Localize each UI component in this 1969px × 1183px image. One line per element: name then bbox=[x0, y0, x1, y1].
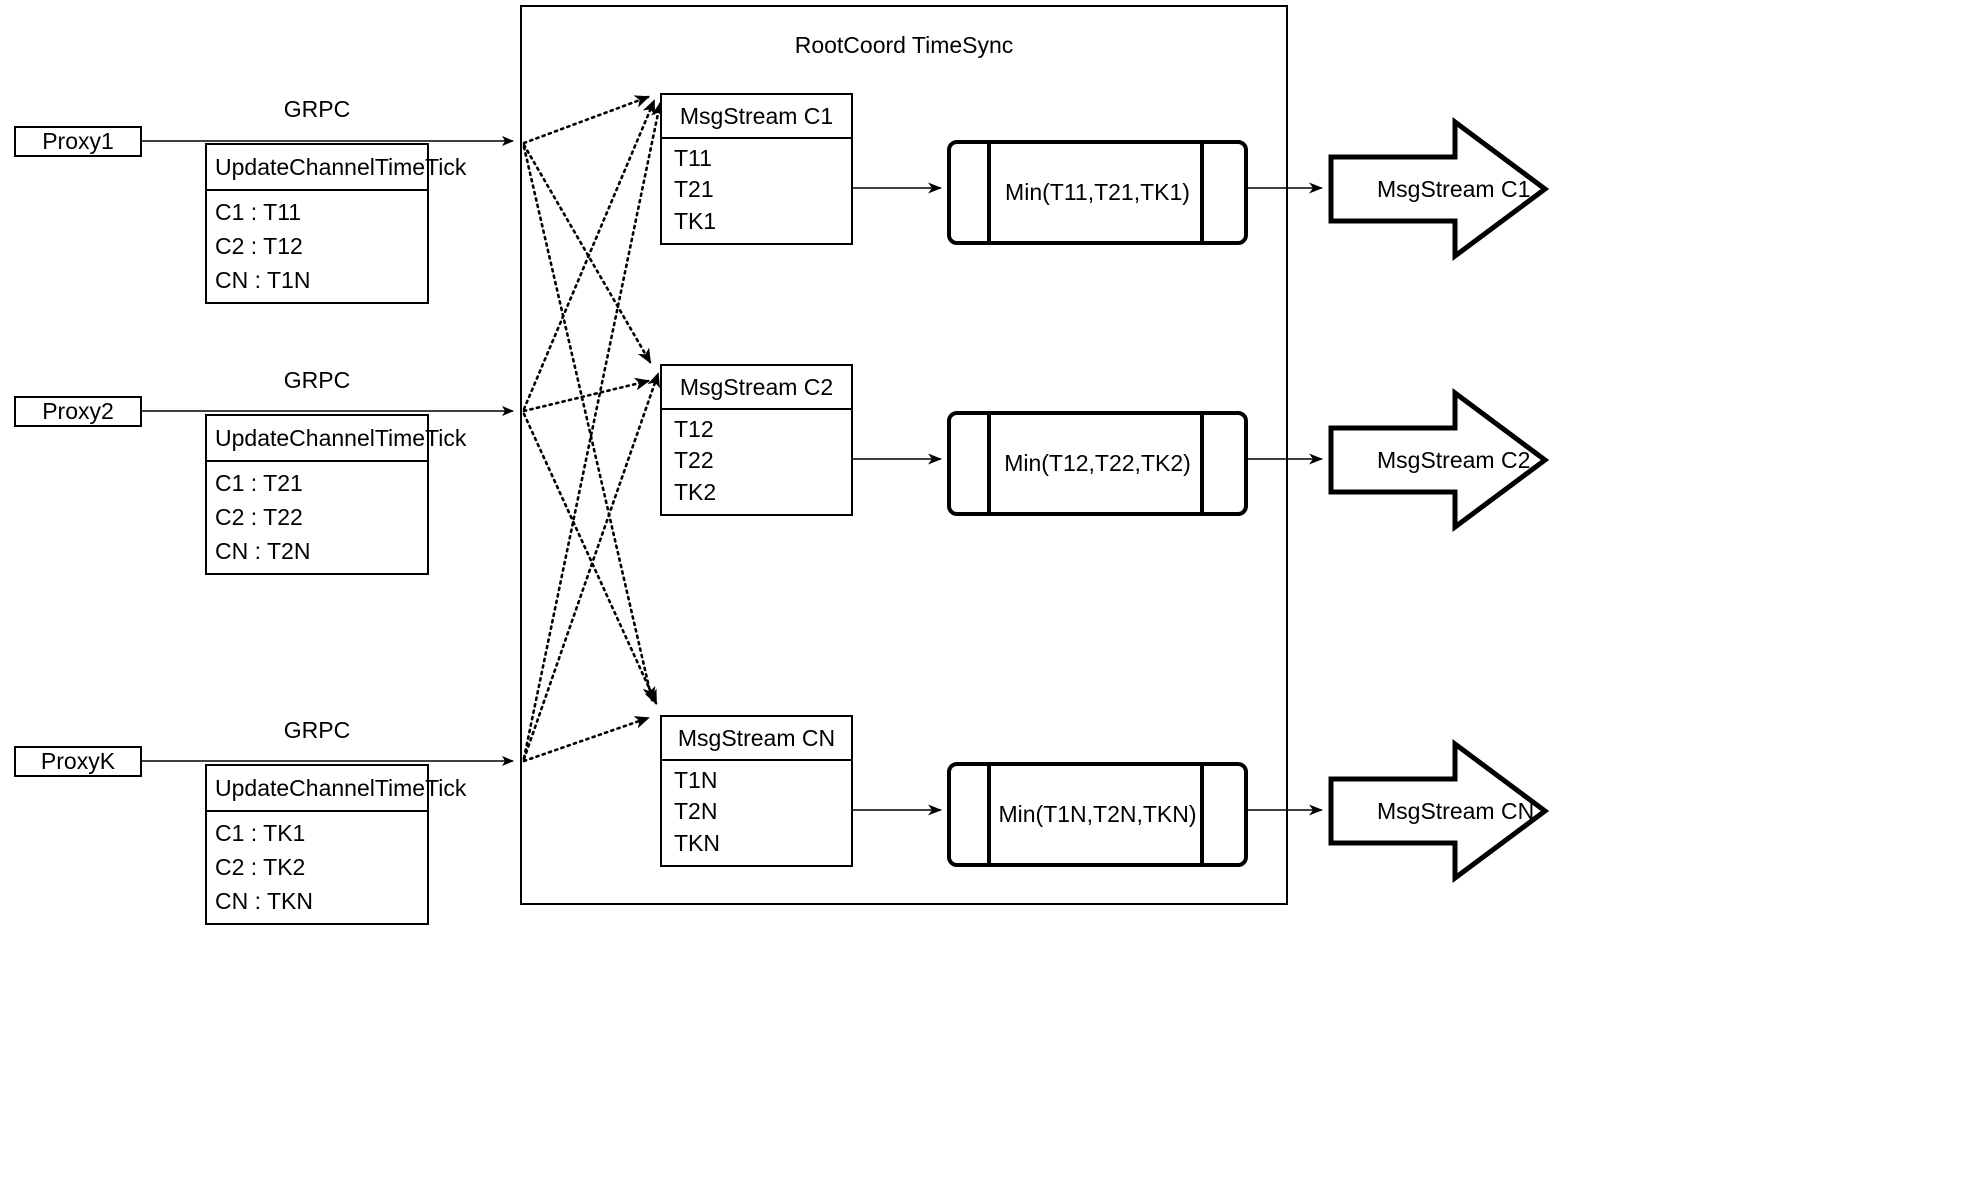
subprocess-divider-left bbox=[987, 144, 991, 241]
rootcoord-timesync-container bbox=[520, 5, 1288, 905]
tick-row: CN : T2N bbox=[215, 538, 311, 565]
min-subprocess-label-3: Min(T1N,T2N,TKN) bbox=[998, 801, 1197, 827]
output-arrow-1: MsgStream C1 bbox=[1331, 157, 1545, 221]
tick-table-body-3: C1 : TK1 C2 : TK2 CN : TKN bbox=[207, 812, 427, 923]
msgstream-table-header-3: MsgStream CN bbox=[662, 717, 851, 761]
output-arrow-3: MsgStream CN bbox=[1331, 779, 1545, 843]
subprocess-divider-right bbox=[1200, 415, 1204, 512]
tick-row: C2 : T22 bbox=[215, 503, 303, 530]
msgstream-row: T12 bbox=[674, 416, 714, 443]
msgstream-row: T2N bbox=[674, 798, 718, 825]
proxy-label-1: Proxy1 bbox=[42, 128, 114, 154]
proxy-box-3[interactable]: ProxyK bbox=[14, 746, 142, 777]
msgstream-row: T21 bbox=[674, 176, 714, 203]
min-subprocess-1: Min(T11,T21,TK1) bbox=[947, 140, 1248, 245]
tick-row: C1 : T21 bbox=[215, 469, 303, 496]
msgstream-row: TKN bbox=[674, 829, 720, 856]
update-channel-time-tick-table-1: UpdateChannelTimeTick C1 : T11 C2 : T12 … bbox=[205, 143, 466, 304]
msgstream-table-body-3: T1N T2N TKN bbox=[662, 761, 851, 865]
msgstream-row: T11 bbox=[674, 145, 712, 172]
grpc-label-2: GRPC bbox=[283, 367, 351, 393]
subprocess-divider-left bbox=[987, 766, 991, 863]
subprocess-divider-right bbox=[1200, 766, 1204, 863]
tick-table-body-2: C1 : T21 C2 : T22 CN : T2N bbox=[207, 462, 427, 573]
tick-row: C2 : T12 bbox=[215, 232, 303, 259]
msgstream-table-body-2: T12 T22 TK2 bbox=[662, 410, 851, 514]
msgstream-row: T22 bbox=[674, 447, 714, 474]
min-subprocess-3: Min(T1N,T2N,TKN) bbox=[947, 762, 1248, 867]
output-arrow-2: MsgStream C2 bbox=[1331, 428, 1545, 492]
proxy-box-2[interactable]: Proxy2 bbox=[14, 396, 142, 427]
proxy-box-1[interactable]: Proxy1 bbox=[14, 126, 142, 157]
tick-row: C1 : T11 bbox=[215, 198, 302, 225]
tick-row: C1 : TK1 bbox=[215, 819, 306, 846]
tick-table-body-1: C1 : T11 C2 : T12 CN : T1N bbox=[207, 191, 427, 302]
tick-row: CN : T1N bbox=[215, 267, 311, 294]
output-arrow-label-1: MsgStream C1 bbox=[1377, 175, 1531, 202]
proxy-label-2: Proxy2 bbox=[42, 398, 114, 424]
grpc-label-3: GRPC bbox=[283, 717, 351, 743]
msgstream-table-3: MsgStream CN T1N T2N TKN bbox=[660, 715, 853, 867]
msgstream-table-header-1: MsgStream C1 bbox=[662, 95, 851, 139]
msgstream-table-2: MsgStream C2 T12 T22 TK2 bbox=[660, 364, 853, 516]
subprocess-divider-left bbox=[987, 415, 991, 512]
min-subprocess-2: Min(T12,T22,TK2) bbox=[947, 411, 1248, 516]
proxy-label-3: ProxyK bbox=[40, 748, 116, 774]
msgstream-table-header-2: MsgStream C2 bbox=[662, 366, 851, 410]
output-arrow-label-3: MsgStream CN bbox=[1377, 797, 1535, 824]
update-channel-time-tick-table-2: UpdateChannelTimeTick C1 : T21 C2 : T22 … bbox=[205, 414, 466, 575]
min-subprocess-label-2: Min(T12,T22,TK2) bbox=[1004, 450, 1191, 476]
min-subprocess-label-1: Min(T11,T21,TK1) bbox=[1005, 179, 1190, 205]
subprocess-divider-right bbox=[1200, 144, 1204, 241]
msgstream-row: TK2 bbox=[674, 478, 717, 505]
msgstream-table-1: MsgStream C1 T11 T21 TK1 bbox=[660, 93, 853, 245]
tick-row: CN : TKN bbox=[215, 888, 313, 915]
rootcoord-timesync-title: RootCoord TimeSync bbox=[794, 32, 1014, 58]
output-arrow-label-2: MsgStream C2 bbox=[1377, 446, 1531, 473]
tick-row: C2 : TK2 bbox=[215, 853, 306, 880]
update-channel-time-tick-table-3: UpdateChannelTimeTick C1 : TK1 C2 : TK2 … bbox=[205, 764, 466, 925]
tick-table-header-1: UpdateChannelTimeTick bbox=[207, 145, 466, 191]
msgstream-row: T1N bbox=[674, 767, 718, 794]
tick-table-header-2: UpdateChannelTimeTick bbox=[207, 416, 466, 462]
grpc-label-1: GRPC bbox=[283, 96, 351, 122]
tick-table-header-3: UpdateChannelTimeTick bbox=[207, 766, 466, 812]
msgstream-table-body-1: T11 T21 TK1 bbox=[662, 139, 851, 243]
msgstream-row: TK1 bbox=[674, 207, 717, 234]
